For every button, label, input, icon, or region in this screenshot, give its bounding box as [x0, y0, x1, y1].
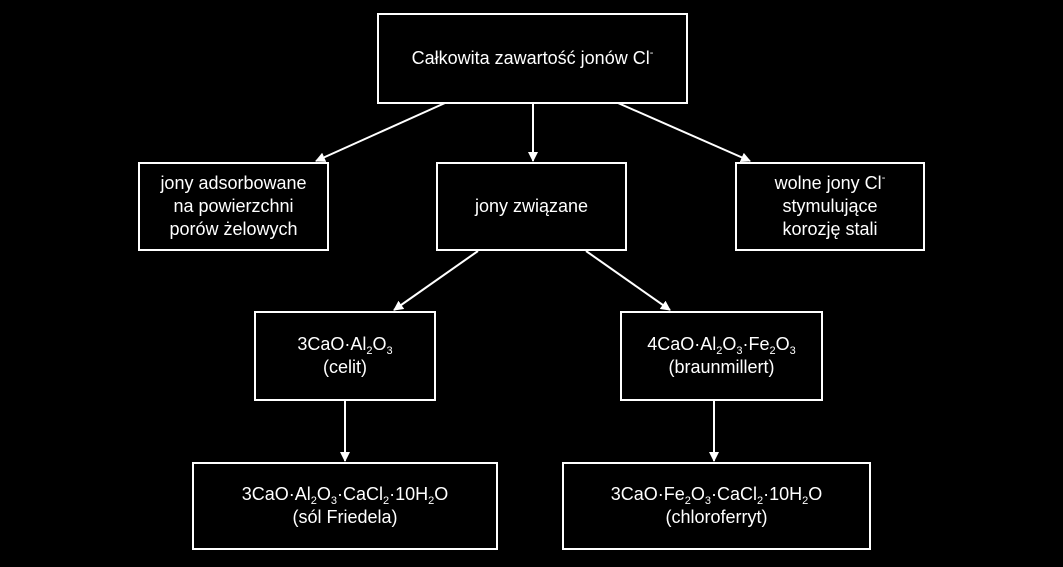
subscript: 2	[428, 495, 435, 507]
text-segment: O	[808, 484, 823, 504]
text-segment: 3CaO·Fe	[610, 484, 685, 504]
text-segment: (celit)	[323, 357, 367, 377]
text-segment: jony związane	[474, 196, 589, 216]
superscript: -	[881, 172, 886, 184]
node-text-line: (chloroferryt)	[665, 506, 767, 529]
text-segment: ·Fe	[742, 334, 770, 354]
text-segment: O	[722, 334, 737, 354]
text-segment: wolne jony Cl	[774, 173, 882, 193]
subscript: 2	[769, 345, 776, 357]
arrow-bound-brownmillerite	[585, 250, 671, 311]
subscript: 2	[802, 495, 809, 507]
superscript: -	[649, 47, 654, 59]
node-text-line: 3CaO·Al2O3·CaCl2·10H2O	[241, 483, 449, 507]
subscript: 2	[757, 495, 764, 507]
node-total-chloride: Całkowita zawartość jonów Cl-	[377, 13, 688, 104]
text-segment: ·10H	[763, 484, 803, 504]
subscript: 3	[789, 345, 796, 357]
node-adsorbed-ions: jony adsorbowane na powierzchni porów żelo…	[138, 162, 329, 251]
text-segment: stymulujące	[782, 196, 878, 216]
node-text-line: 3CaO·Al2O3	[297, 333, 393, 357]
node-text-line: (celit)	[323, 356, 367, 379]
node-text-line: (braunmillert)	[668, 356, 774, 379]
node-text-line: Całkowita zawartość jonów Cl-	[412, 47, 654, 70]
text-segment: ·CaCl	[337, 484, 384, 504]
text-segment: 3CaO·Al	[241, 484, 311, 504]
node-celite: 3CaO·Al2O3(celit)	[254, 311, 436, 401]
text-segment: ·CaCl	[711, 484, 758, 504]
node-text-line: 3CaO·Fe2O3·CaCl2·10H2O	[610, 483, 823, 507]
node-bound-ions: jony związane	[436, 162, 627, 251]
text-segment: Całkowita zawartość jonów Cl	[411, 48, 650, 68]
subscript: 2	[684, 495, 691, 507]
text-segment: O	[690, 484, 705, 504]
subscript: 2	[383, 495, 390, 507]
arrow-bound-celite	[393, 250, 479, 311]
node-text-line: (sól Friedela)	[292, 506, 397, 529]
node-text-line: wolne jony Cl-	[775, 172, 886, 195]
node-text-line: jony związane	[475, 195, 588, 218]
subscript: 3	[386, 345, 393, 357]
node-text-line: jony adsorbowane	[160, 172, 306, 195]
arrow-root-adsorbed	[315, 102, 446, 162]
arrow-root-free	[617, 102, 751, 162]
node-text-line: na powierzchni	[173, 195, 293, 218]
subscript: 3	[704, 495, 711, 507]
subscript: 2	[310, 495, 317, 507]
node-free-ions: wolne jony Cl-stymulujące korozję stali	[735, 162, 925, 251]
subscript: 2	[716, 345, 723, 357]
node-friedel-salt: 3CaO·Al2O3·CaCl2·10H2O(sól Friedela)	[192, 462, 498, 550]
subscript: 3	[736, 345, 743, 357]
node-text-line: 4CaO·Al2O3·Fe2O3	[647, 333, 796, 357]
node-text-line: korozję stali	[782, 218, 877, 241]
subscript: 2	[366, 345, 373, 357]
text-segment: 4CaO·Al	[647, 334, 717, 354]
text-segment: ·10H	[389, 484, 429, 504]
text-segment: jony adsorbowane	[160, 173, 307, 193]
text-segment: (braunmillert)	[668, 357, 775, 377]
node-chloroferrite: 3CaO·Fe2O3·CaCl2·10H2O(chloroferryt)	[562, 462, 871, 550]
text-segment: porów żelowych	[169, 219, 298, 239]
text-segment: na powierzchni	[173, 196, 294, 216]
text-segment: O	[316, 484, 331, 504]
text-segment: O	[372, 334, 387, 354]
node-brownmillerite: 4CaO·Al2O3·Fe2O3(braunmillert)	[620, 311, 823, 401]
node-text-line: porów żelowych	[169, 218, 297, 241]
text-segment: O	[434, 484, 449, 504]
text-segment: korozję stali	[782, 219, 878, 239]
text-segment: (sól Friedela)	[292, 507, 398, 527]
text-segment: (chloroferryt)	[665, 507, 768, 527]
text-segment: O	[775, 334, 790, 354]
text-segment: 3CaO·Al	[297, 334, 367, 354]
subscript: 3	[330, 495, 337, 507]
node-text-line: stymulujące	[782, 195, 877, 218]
